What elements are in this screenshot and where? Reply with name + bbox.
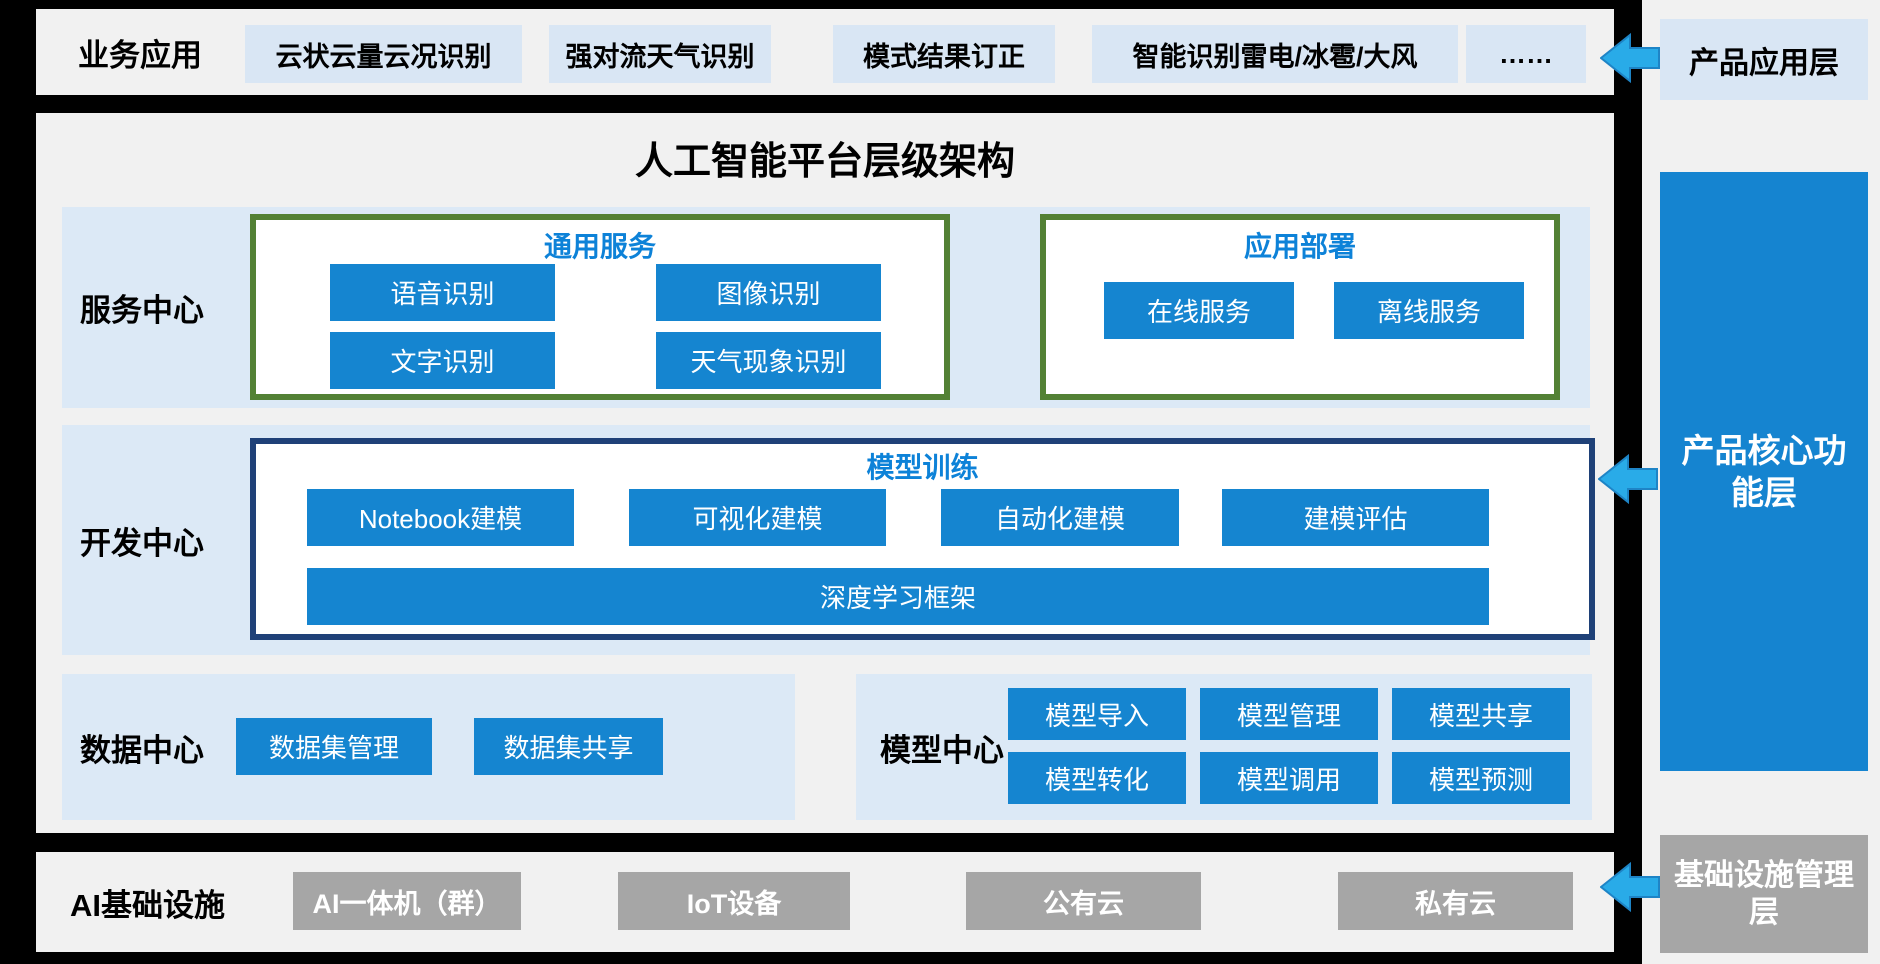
node-model-invocation: 模型调用 — [1200, 752, 1378, 804]
node-text-recognition: 文字识别 — [330, 332, 555, 389]
left-arrow-icon — [1598, 453, 1658, 505]
general-services-group: 通用服务 语音识别 图像识别 文字识别 天气现象识别 — [250, 214, 950, 400]
product-core-function-layer-label: 产品核心功能层 — [1681, 432, 1847, 511]
node-public-cloud: 公有云 — [966, 872, 1201, 930]
app-deployment-group: 应用部署 在线服务 离线服务 — [1040, 214, 1560, 400]
node-dataset-management: 数据集管理 — [236, 718, 432, 775]
data-center-panel: 数据中心 数据集管理 数据集共享 — [62, 674, 795, 820]
node-visual-modeling: 可视化建模 — [629, 489, 886, 546]
product-application-layer-box: 产品应用层 — [1660, 19, 1868, 100]
ai-infrastructure-label: AI基础设施 — [70, 887, 225, 923]
frame-separator-upper — [0, 95, 1642, 113]
chip-lightning-hail-wind: 智能识别雷电/冰雹/大风 — [1092, 25, 1458, 83]
service-center-label: 服务中心 — [80, 293, 204, 328]
node-automated-modeling: 自动化建模 — [941, 489, 1179, 546]
business-apps-label: 业务应用 — [78, 37, 202, 73]
chip-model-correction: 模式结果订正 — [833, 25, 1055, 83]
node-speech-recognition: 语音识别 — [330, 264, 555, 321]
node-model-prediction: 模型预测 — [1392, 752, 1570, 804]
model-center-label: 模型中心 — [880, 732, 1004, 768]
frame-top — [0, 0, 1642, 9]
node-model-conversion: 模型转化 — [1008, 752, 1186, 804]
node-image-recognition: 图像识别 — [656, 264, 881, 321]
node-model-management: 模型管理 — [1200, 688, 1378, 740]
app-deployment-title: 应用部署 — [1243, 231, 1356, 262]
page-title: 人工智能平台层级架构 — [634, 141, 1015, 183]
node-model-import: 模型导入 — [1008, 688, 1186, 740]
node-model-sharing: 模型共享 — [1392, 688, 1570, 740]
dev-center-panel: 开发中心 模型训练 Notebook建模 可视化建模 自动化建模 建模评估 深度… — [62, 425, 1595, 655]
chip-cloud-recognition: 云状云量云况识别 — [245, 25, 522, 83]
general-services-title: 通用服务 — [543, 231, 656, 262]
node-deep-learning-framework: 深度学习框架 — [307, 568, 1489, 625]
chip-convective-weather: 强对流天气识别 — [549, 25, 771, 83]
chip-ellipsis: …… — [1466, 25, 1586, 83]
frame-separator-lower — [0, 833, 1642, 852]
frame-left — [0, 0, 36, 964]
frame-bottom — [0, 952, 1642, 964]
node-modeling-evaluation: 建模评估 — [1222, 489, 1489, 546]
service-center-panel: 服务中心 通用服务 语音识别 图像识别 文字识别 天气现象识别 应用部署 在线服… — [62, 207, 1590, 408]
node-offline-service: 离线服务 — [1334, 282, 1524, 339]
node-ai-appliance: AI一体机（群） — [293, 872, 521, 930]
product-application-layer-label: 产品应用层 — [1689, 46, 1839, 80]
node-online-service: 在线服务 — [1104, 282, 1294, 339]
node-notebook-modeling: Notebook建模 — [307, 489, 574, 546]
data-center-label: 数据中心 — [80, 732, 204, 768]
node-iot-devices: IoT设备 — [618, 872, 850, 930]
node-dataset-sharing: 数据集共享 — [474, 718, 663, 775]
node-weather-phenomena-recognition: 天气现象识别 — [656, 332, 881, 389]
model-center-panel: 模型中心 模型导入 模型管理 模型共享 模型转化 模型调用 模型预测 — [856, 674, 1592, 820]
node-private-cloud: 私有云 — [1338, 872, 1573, 930]
left-arrow-icon — [1600, 32, 1660, 84]
product-core-function-layer-box: 产品核心功能层 — [1660, 172, 1868, 771]
model-training-group: 模型训练 Notebook建模 可视化建模 自动化建模 建模评估 深度学习框架 — [250, 438, 1595, 640]
dev-center-label: 开发中心 — [80, 525, 204, 561]
infrastructure-management-layer-box: 基础设施管理层 — [1660, 835, 1868, 953]
infrastructure-management-layer-label: 基础设施管理层 — [1674, 858, 1854, 930]
left-arrow-icon — [1600, 861, 1660, 913]
model-training-title: 模型训练 — [866, 452, 979, 483]
